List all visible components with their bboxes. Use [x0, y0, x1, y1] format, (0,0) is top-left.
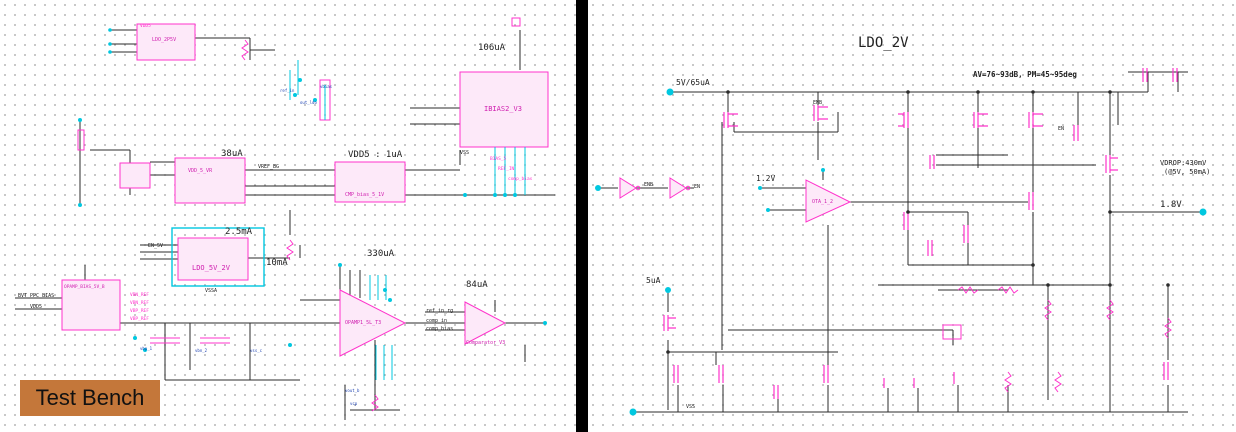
net-comp-bias: comp_bias	[426, 326, 454, 332]
vout-label: 1.8V	[1160, 200, 1182, 210]
vss-label: VSS	[686, 404, 696, 410]
en-label-3: ENB	[813, 100, 823, 106]
test-bench-label: Test Bench	[20, 380, 160, 416]
opamp-label: OTA_1_2	[812, 199, 834, 205]
current-2p5ma: 2.5mA	[225, 227, 253, 237]
block-vdd-cell: VDD_5_VR	[188, 168, 213, 174]
opamp-symbol	[339, 289, 407, 357]
en-label-2: EN	[694, 184, 701, 190]
ldo-spec: AV=76~93dB, PM=45~95deg	[973, 70, 1077, 79]
net-vss: VSS	[460, 150, 470, 156]
net-vref: VREF_BG	[258, 164, 280, 170]
current-106ua: 106uA	[478, 43, 506, 53]
ldo-frame	[171, 227, 265, 287]
net-bvt: BVT_PPC_BIAS	[18, 293, 55, 299]
current-330ua: 330uA	[367, 249, 395, 259]
svg-text:VBN_REF: VBN_REF	[130, 292, 149, 298]
block-ldo-box: LDO_5V_2V	[192, 264, 230, 272]
svg-text:vbias: vbias	[320, 84, 333, 89]
svg-text:vout_b: vout_b	[345, 388, 360, 393]
svg-text:ref_in: ref_in	[280, 88, 295, 93]
i5-label: 5uA	[646, 276, 661, 285]
net-vdd5: VDD5	[30, 304, 43, 310]
en-label-1: ENB	[644, 182, 654, 188]
svg-text:out_ldo: out_ldo	[300, 100, 317, 105]
supply-label: 5V/65uA	[676, 78, 710, 87]
net-ref-in: ref_in_rg	[426, 308, 454, 314]
svg-text:comp_bias: comp_bias	[508, 176, 533, 182]
left-labels: 106uA 38uA VDD5 : 1uA 2.5mA 10mA 330uA 8…	[0, 0, 576, 432]
current-vdd5: VDD5 : 1uA	[348, 150, 403, 160]
v12-label: 1.2V	[756, 174, 776, 183]
current-38ua: 38uA	[221, 149, 243, 159]
svg-text:vbn_2: vbn_2	[195, 348, 208, 353]
net-vssa: VSSA	[205, 288, 218, 294]
block-cmp-bias: CMP_bias_5_1V	[345, 192, 385, 198]
svg-text:VBN_REF: VBN_REF	[130, 300, 149, 306]
block-ibias: IBIAS2_V3	[484, 105, 522, 113]
block-ldo-2p5: LDO_2P5V	[152, 37, 177, 43]
svg-text:vbp_1: vbp_1	[140, 346, 153, 351]
block-comparator: Comparator_V3	[466, 340, 506, 346]
current-84ua: 84uA	[466, 280, 488, 290]
net-comp-in: comp_in	[426, 318, 448, 324]
ldo-wires	[595, 68, 1207, 416]
ldo-2v-schematic: LDO_2V AV=76~93dB, PM=45~95deg 5V/65uA 1…	[588, 0, 1236, 432]
ldo-title: LDO_2V	[858, 35, 909, 51]
comparator-symbol	[464, 301, 507, 345]
svg-text:vss_c: vss_c	[250, 348, 263, 353]
svg-text:VBP_REF: VBP_REF	[130, 308, 149, 314]
vdrop-line1: VDROP:430mV	[1160, 159, 1207, 167]
svg-text:vcp: vcp	[350, 401, 358, 406]
block-opamp: OPAMP1_5L_T3	[345, 320, 382, 326]
svg-text:VBP_REF: VBP_REF	[130, 316, 149, 322]
current-10ma: 10mA	[266, 258, 288, 268]
net-en: EN_5V	[148, 243, 164, 249]
ota-symbol	[805, 179, 852, 223]
svg-text:REF_IN: REF_IN	[498, 166, 515, 172]
svg-text:VDD5: VDD5	[140, 23, 151, 29]
ldo-labels: LDO_2V AV=76~93dB, PM=45~95deg 5V/65uA 1…	[588, 0, 1236, 432]
svg-text:BIAS_5: BIAS_5	[490, 156, 507, 162]
vdrop-line2: (@5V, 50mA)	[1164, 168, 1211, 176]
en-label-4: EN	[1058, 126, 1065, 132]
panel-divider	[576, 0, 588, 432]
block-opamp-bias: OPAMP_BIAS_5V_B	[64, 285, 105, 290]
